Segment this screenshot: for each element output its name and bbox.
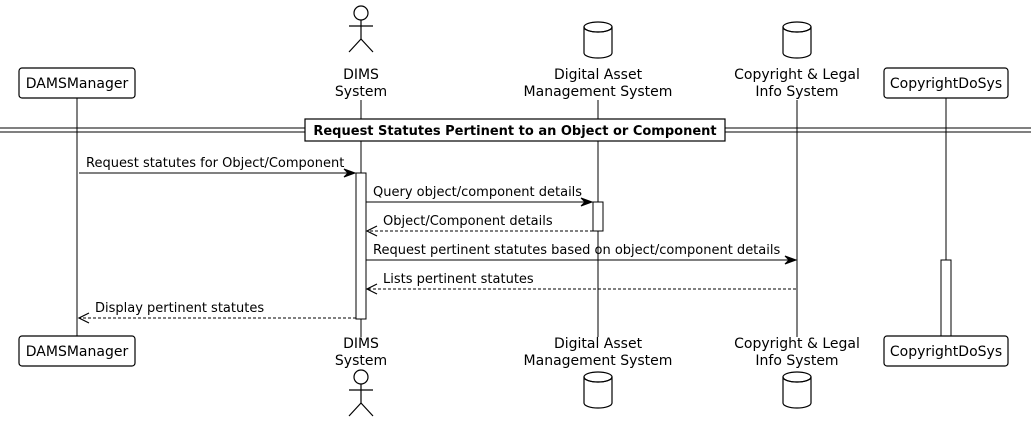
- message-arrow: Display pertinent statutes: [77, 301, 356, 324]
- database-icon: [583, 27, 613, 59]
- participant-label: CopyrightDoSys: [890, 344, 1002, 360]
- participant-label: CopyrightDoSys: [890, 76, 1002, 92]
- participant-box: [883, 335, 1009, 367]
- actor-icon: [360, 402, 374, 417]
- participant-label: DIMS: [343, 67, 379, 83]
- activation-bars: [355, 172, 952, 337]
- actor-icon: [360, 38, 374, 53]
- database-icon: [782, 376, 812, 383]
- participant-cds-top: CopyrightDoSys: [883, 67, 1009, 99]
- database-icon: [782, 377, 812, 409]
- activation-dims: [355, 172, 367, 320]
- participant-dams-top: DAMSManager: [18, 67, 136, 99]
- participant-heads: DAMSManagerDAMSManagerDIMSSystemDIMSSyst…: [18, 5, 1009, 417]
- arrowhead-icon: [77, 312, 90, 324]
- actor-icon: [348, 38, 362, 53]
- participant-label: Management System: [524, 353, 673, 369]
- section-divider: Request Statutes Pertinent to an Object …: [0, 118, 1031, 142]
- database-icon: [583, 377, 613, 409]
- participant-box: [18, 335, 136, 367]
- arrowhead-icon: [343, 168, 357, 178]
- participant-label: System: [335, 84, 387, 100]
- message-arrow: Object/Component details: [365, 214, 593, 237]
- actor-icon: [348, 402, 362, 417]
- divider-box: [304, 118, 726, 142]
- participant-label: System: [335, 353, 387, 369]
- participant-label: Digital Asset: [554, 67, 643, 83]
- participant-label: Digital Asset: [554, 336, 643, 352]
- message-arrow: Lists pertinent statutes: [365, 272, 796, 295]
- participant-label: DAMSManager: [26, 344, 129, 360]
- database-icon: [782, 26, 812, 33]
- arrowhead-icon: [365, 225, 378, 237]
- message-label: Request pertinent statutes based on obje…: [373, 243, 780, 258]
- participant-label: Management System: [524, 84, 673, 100]
- activation-dam: [592, 201, 604, 232]
- actor-icon: [353, 369, 369, 385]
- message-arrow: Request pertinent statutes based on obje…: [366, 243, 798, 265]
- message-arrow: Query object/component details: [366, 185, 594, 207]
- participant-box: [883, 67, 1009, 99]
- database-icon: [583, 376, 613, 383]
- message-label: Object/Component details: [383, 214, 553, 229]
- database-icon: [583, 26, 613, 33]
- actor-icon: [353, 5, 369, 21]
- message-label: Display pertinent statutes: [95, 301, 264, 316]
- participant-label: Copyright & Legal: [734, 336, 860, 352]
- participant-label: Copyright & Legal: [734, 67, 860, 83]
- participant-dams-bottom: DAMSManager: [18, 335, 136, 367]
- arrowhead-icon: [784, 255, 798, 265]
- divider-title: Request Statutes Pertinent to an Object …: [313, 124, 716, 139]
- participant-box: [18, 67, 136, 99]
- participant-label: DIMS: [343, 336, 379, 352]
- message-arrow: Request statutes for Object/Component: [79, 156, 357, 178]
- participant-cds-bottom: CopyrightDoSys: [883, 335, 1009, 367]
- participant-label: Info System: [755, 353, 838, 369]
- messages: Request statutes for Object/ComponentQue…: [77, 156, 798, 324]
- message-label: Request statutes for Object/Component: [86, 156, 344, 171]
- arrowhead-icon: [365, 283, 378, 295]
- message-label: Query object/component details: [373, 185, 582, 200]
- activation-cds: [940, 259, 952, 327]
- participant-label: DAMSManager: [26, 76, 129, 92]
- database-icon: [782, 27, 812, 59]
- participant-label: Info System: [755, 84, 838, 100]
- arrowhead-icon: [580, 197, 594, 207]
- message-label: Lists pertinent statutes: [383, 272, 534, 287]
